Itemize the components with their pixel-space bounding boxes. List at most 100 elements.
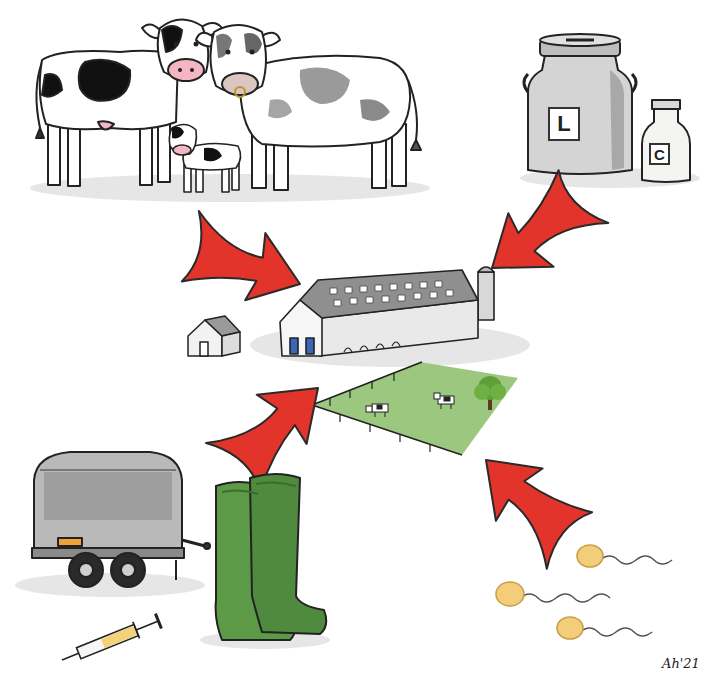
barn xyxy=(376,344,384,348)
sperm-cell xyxy=(557,617,583,639)
tree xyxy=(474,376,506,410)
pasture xyxy=(369,424,370,432)
cow xyxy=(250,50,255,55)
barn xyxy=(375,285,382,291)
barn xyxy=(392,342,400,346)
farmhouse xyxy=(188,316,240,356)
grazing-cow xyxy=(377,405,382,409)
syringe xyxy=(155,614,161,629)
milk-can xyxy=(610,70,624,170)
grazing-cow xyxy=(366,406,372,412)
cow xyxy=(178,68,182,72)
calf xyxy=(169,124,196,154)
barn xyxy=(414,293,421,299)
barn xyxy=(280,267,494,356)
livestock-trailer xyxy=(34,452,182,552)
milk-can xyxy=(524,34,636,174)
cow xyxy=(174,42,179,47)
grazing-cow xyxy=(375,412,376,417)
milk-can xyxy=(540,34,620,46)
livestock-trailer xyxy=(111,553,145,587)
livestock-trailer xyxy=(40,469,176,471)
cow xyxy=(235,87,245,97)
cow xyxy=(40,51,178,129)
grazing-cow xyxy=(441,404,442,409)
rubber-boots xyxy=(256,482,296,486)
rubber-boots xyxy=(250,474,326,634)
pasture xyxy=(312,362,422,405)
red-arrow xyxy=(461,433,598,570)
pasture xyxy=(329,398,330,406)
sperm-cell xyxy=(580,628,652,636)
cow xyxy=(222,73,258,95)
pasture xyxy=(429,444,430,452)
barn xyxy=(435,281,442,287)
livestock-trailer xyxy=(32,548,184,558)
pasture xyxy=(393,373,394,381)
pasture xyxy=(349,390,350,398)
cow xyxy=(36,128,44,138)
rubber-boots xyxy=(222,490,258,494)
livestock-trailer xyxy=(182,540,205,546)
syringe xyxy=(101,626,137,648)
grazing-cow xyxy=(372,404,388,412)
barn xyxy=(390,284,397,290)
cow xyxy=(360,99,390,121)
barn xyxy=(446,290,453,296)
cow xyxy=(190,68,194,72)
milk-bottle xyxy=(652,100,680,109)
syringe xyxy=(59,613,162,669)
barn xyxy=(366,297,373,303)
barn xyxy=(398,295,405,301)
tree xyxy=(490,384,506,400)
barn xyxy=(334,300,341,306)
pasture xyxy=(330,373,430,452)
barn xyxy=(306,338,314,354)
ground-shadow xyxy=(30,174,430,202)
calf xyxy=(172,127,184,139)
livestock-trailer xyxy=(175,560,177,580)
cow xyxy=(244,33,262,54)
grazing-cow xyxy=(451,404,452,409)
barn xyxy=(300,270,478,318)
cow xyxy=(226,50,231,55)
sperm-cell xyxy=(577,545,603,567)
syringe xyxy=(136,621,158,630)
livestock-trailer xyxy=(44,472,172,520)
barn xyxy=(330,281,453,306)
livestock-trailer xyxy=(121,563,135,577)
barn xyxy=(405,283,412,289)
pasture xyxy=(312,405,462,455)
barn xyxy=(330,288,337,294)
syringe xyxy=(76,624,138,658)
barn xyxy=(344,348,352,352)
sperm-cell xyxy=(496,582,524,606)
livestock-trailer xyxy=(79,563,93,577)
red-arrow xyxy=(174,209,312,320)
pasture xyxy=(371,381,372,389)
artist-signature: Ah'21 xyxy=(662,656,700,671)
sperm-cell xyxy=(600,556,672,564)
sperm-cell xyxy=(496,545,672,639)
sperm-cell xyxy=(520,594,610,602)
syringe xyxy=(62,653,79,660)
milk-can xyxy=(566,39,594,42)
label-box: L xyxy=(548,107,580,141)
barn xyxy=(290,338,298,354)
barn xyxy=(344,342,400,352)
cow xyxy=(168,59,204,81)
milk-can xyxy=(528,55,632,174)
barn xyxy=(420,282,427,288)
label-letter: C xyxy=(654,146,665,163)
barn xyxy=(382,296,389,302)
barn xyxy=(345,287,352,293)
barn xyxy=(350,298,357,304)
rubber-boots xyxy=(216,474,327,640)
livestock-trailer xyxy=(58,538,82,546)
grazing-cow xyxy=(434,393,440,399)
red-arrow xyxy=(469,165,609,296)
cow xyxy=(98,121,114,129)
